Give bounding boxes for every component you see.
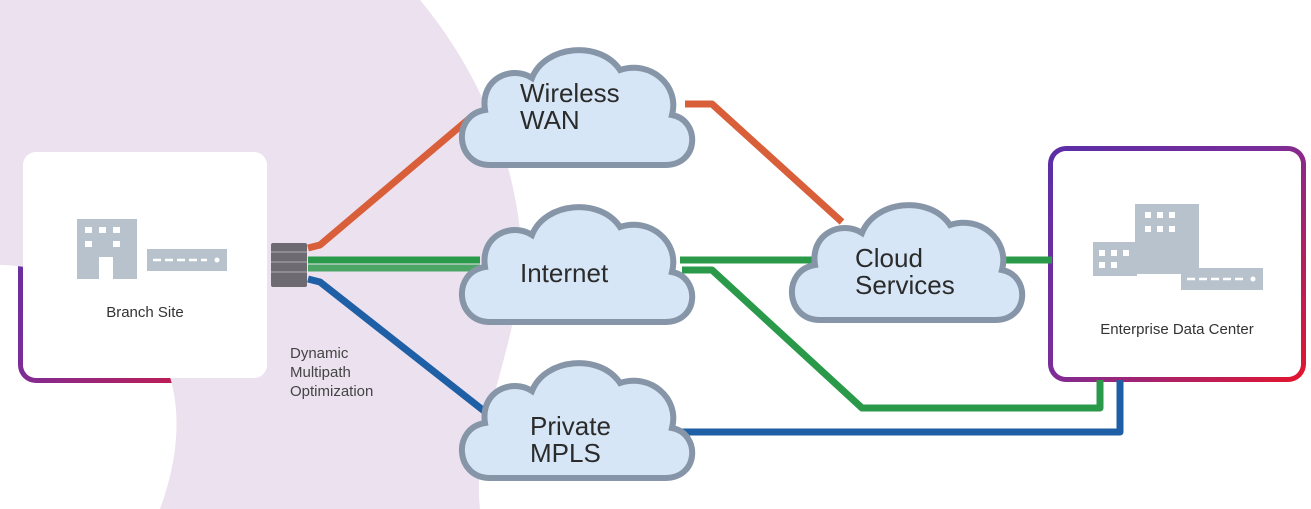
private-mpls-label-line2: MPLS — [530, 438, 601, 468]
internet-label-line1: Internet — [520, 258, 609, 288]
mpls-path-dc — [678, 380, 1124, 436]
cloud-services-label-line2: Services — [855, 270, 955, 300]
private-mpls-label-line1: Private — [530, 411, 611, 441]
internet-cloud-icon — [458, 204, 696, 325]
mpls-cloud-icon — [458, 360, 696, 481]
wireless-path-branch — [307, 115, 473, 252]
wireless-wan-label: Wireless WAN — [520, 80, 620, 134]
branch-site-box: Branch Site — [18, 147, 272, 383]
wireless-wan-label-line2: WAN — [520, 105, 580, 135]
datacenter-label: Enterprise Data Center — [1100, 321, 1254, 338]
wireless-wan-label-line1: Wireless — [520, 78, 620, 108]
branch-building-icon — [77, 219, 227, 279]
optimizer-label-line1: Dynamic — [290, 345, 349, 362]
optimizer-label-line3: Optimization — [290, 383, 374, 400]
optimizer-connector — [271, 243, 307, 287]
internet-label: Internet — [520, 260, 608, 287]
wireless-cloud-icon — [458, 47, 696, 168]
connection-lines — [307, 100, 1124, 436]
optimizer-label: Dynamic Multipath Optimization — [290, 344, 373, 401]
cloud-services-icon — [788, 202, 1026, 323]
branch-site-label: Branch Site — [106, 304, 184, 321]
cloud-services-label: Cloud Services — [855, 245, 955, 299]
datacenter-box: Enterprise Data Center — [1048, 146, 1306, 382]
datacenter-building-icon — [1093, 204, 1263, 290]
private-mpls-label: Private MPLS — [530, 413, 611, 467]
optimizer-label-line2: Multipath — [290, 364, 351, 381]
cloud-services-label-line1: Cloud — [855, 243, 923, 273]
internet-path-dc — [682, 266, 1104, 412]
cloud-shapes — [458, 47, 1026, 481]
wireless-path-cloud — [685, 100, 845, 225]
mpls-path-branch — [307, 275, 496, 421]
